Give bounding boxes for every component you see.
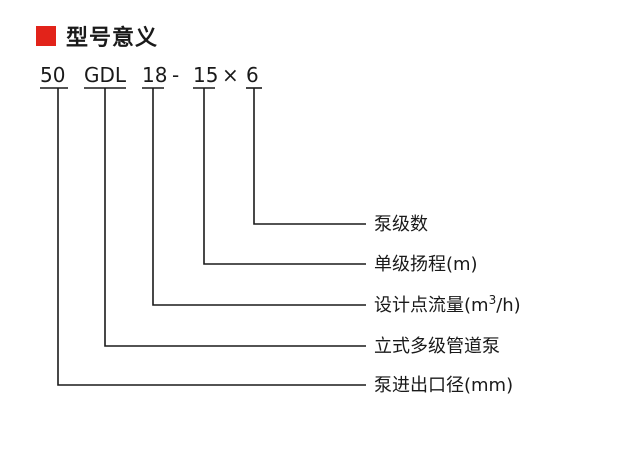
code-dash: - <box>172 63 179 87</box>
code-head: 15 <box>193 63 218 87</box>
connector-type <box>104 88 366 347</box>
label-pump-type: 立式多级管道泵 <box>374 336 500 357</box>
connector-flow <box>152 88 366 306</box>
connector-head <box>203 88 366 265</box>
code-diameter: 50 <box>40 63 65 87</box>
label-inlet-outlet-diameter: 泵进出口径(mm) <box>374 375 513 396</box>
label-design-flow-prefix: 设计点流量(m <box>374 295 489 316</box>
label-single-stage-head: 单级扬程(m) <box>374 254 478 275</box>
red-square-icon <box>36 26 56 46</box>
code-type: GDL <box>84 63 127 87</box>
connector-stages <box>253 88 366 225</box>
label-pump-stages: 泵级数 <box>374 214 428 235</box>
label-design-flow-suffix: /h) <box>496 295 521 316</box>
section-header: 型号意义 <box>36 20 158 52</box>
connector-diameter <box>57 88 366 386</box>
code-times: × <box>222 63 239 87</box>
code-stages: 6 <box>246 63 259 87</box>
section-title: 型号意义 <box>66 26 159 51</box>
code-flow: 18 <box>142 63 167 87</box>
label-design-flow: 设计点流量(m3/h) <box>374 293 521 316</box>
label-design-flow-sup: 3 <box>489 293 497 307</box>
